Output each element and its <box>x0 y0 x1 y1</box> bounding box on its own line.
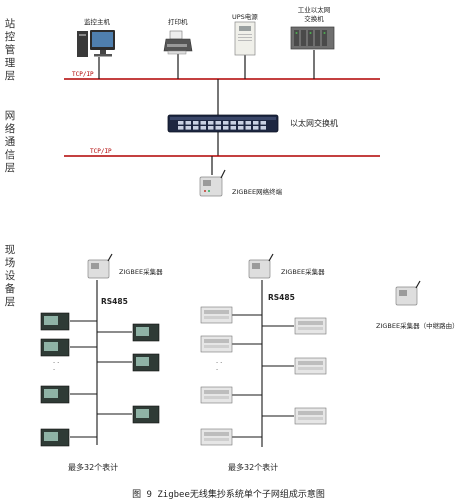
industrial-ethernet-switch-icon <box>290 26 335 50</box>
meter-right-1 <box>200 306 233 324</box>
switch-port <box>260 121 266 125</box>
layer-label-station: 站控管理层 <box>4 18 16 82</box>
ups-label: UPS电源 <box>232 13 258 21</box>
collector-right-label: ZIGBEE采集器 <box>281 268 325 276</box>
switch-port <box>193 121 199 125</box>
collector-left-label: ZIGBEE采集器 <box>119 268 163 276</box>
collector-repeater-icon <box>395 280 421 306</box>
ellipsis-right: · · · <box>216 359 223 374</box>
switch-port <box>200 121 206 125</box>
rs485-label-left: RS485 <box>101 297 128 306</box>
meter-left-5 <box>132 323 160 342</box>
switch-port <box>185 121 191 125</box>
zigbee-terminal-icon <box>199 169 226 197</box>
meter-right-6 <box>294 357 327 375</box>
industrial-switch-label: 工业以太网交换机 <box>297 6 331 23</box>
meter-left-6 <box>132 353 160 372</box>
switch-port <box>185 126 191 130</box>
switch-port <box>208 126 214 130</box>
meter-count-right: 最多32个表计 <box>228 463 279 472</box>
meter-right-2 <box>200 335 233 353</box>
switch-port <box>200 126 206 130</box>
collector-left-icon <box>87 253 113 279</box>
switch-port <box>223 121 229 125</box>
rs485-bus-right <box>232 280 294 447</box>
meter-count-left: 最多32个表计 <box>68 463 119 472</box>
switch-port <box>238 121 244 125</box>
meter-left-4 <box>40 428 70 447</box>
ellipsis-left: · · · <box>53 359 60 374</box>
switch-port <box>223 126 229 130</box>
rs485-label-right: RS485 <box>268 293 295 302</box>
switch-port <box>178 121 184 125</box>
switch-port <box>230 121 236 125</box>
switch-port <box>178 126 184 130</box>
collector-repeater-label: ZIGBEE采集器（中继路由） <box>376 322 457 330</box>
rs485-bus-left <box>70 280 132 445</box>
host-label: 监控主机 <box>84 18 110 26</box>
printer-icon <box>163 30 193 55</box>
switch-port <box>215 121 221 125</box>
switch-port <box>238 126 244 130</box>
switch-port <box>215 126 221 130</box>
meter-right-3 <box>200 386 233 404</box>
collector-right-icon <box>248 253 274 279</box>
layer-label-field: 现场设备层 <box>4 244 16 308</box>
switch-port <box>245 121 251 125</box>
ups-power-icon <box>234 21 256 56</box>
switch-port <box>208 121 214 125</box>
figure-caption: 图 9 Zigbee无线集抄系统单个子网组成示意图 <box>132 490 325 500</box>
switch-port <box>193 126 199 130</box>
ethernet-switch-label: 以太网交换机 <box>290 119 338 128</box>
meter-left-1 <box>40 312 70 331</box>
tcpip-label-mid: TCP/IP <box>90 148 112 155</box>
meter-right-4 <box>200 428 233 446</box>
meter-right-7 <box>294 407 327 425</box>
meter-right-5 <box>294 317 327 335</box>
monitoring-host-icon <box>77 30 115 57</box>
tcpip-label-top: TCP/IP <box>72 71 94 78</box>
meter-left-2 <box>40 338 70 357</box>
switch-port <box>253 121 259 125</box>
meter-left-7 <box>132 405 160 424</box>
printer-label: 打印机 <box>168 18 188 26</box>
zigbee-terminal-label: ZIGBEE网络终端 <box>232 188 283 196</box>
switch-port <box>253 126 259 130</box>
switch-port <box>260 126 266 130</box>
layer-label-network: 网络通信层 <box>4 110 16 174</box>
ethernet-switch-icon <box>167 114 279 133</box>
switch-port <box>230 126 236 130</box>
switch-port <box>245 126 251 130</box>
meter-left-3 <box>40 385 70 404</box>
